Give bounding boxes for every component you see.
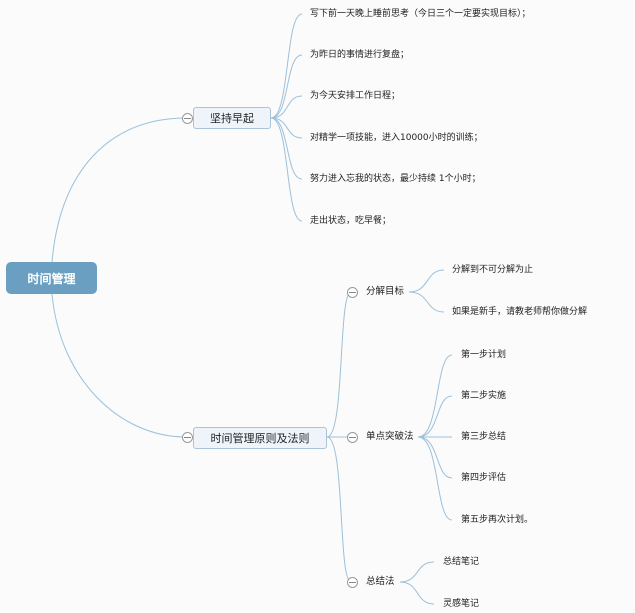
collapse-toggle[interactable] — [347, 577, 358, 588]
leaf-node[interactable]: 对精学一项技能，进入10000小时的训练； — [310, 133, 483, 143]
branch-label: 坚持早起 — [210, 112, 254, 125]
leaf-node[interactable]: 写下前一天晚上睡前思考（今日三个一定要实现目标）； — [310, 9, 531, 19]
subtopic-node[interactable]: 分解目标 — [366, 286, 405, 297]
leaf-node[interactable]: 为昨日的事情进行复盘； — [310, 50, 410, 60]
collapse-toggle[interactable] — [347, 287, 358, 298]
leaf-node[interactable]: 第四步评估 — [461, 473, 507, 483]
leaf-node[interactable]: 分解到不可分解为止 — [452, 265, 534, 275]
collapse-toggle[interactable] — [347, 432, 358, 443]
leaf-node[interactable]: 总结笔记 — [443, 557, 480, 567]
leaf-node[interactable]: 灵感笔记 — [443, 599, 480, 609]
leaf-node[interactable]: 努力进入忘我的状态，最少持续 1个小时； — [310, 174, 481, 184]
branch-node-principles[interactable]: 时间管理原则及法则 — [193, 427, 327, 449]
leaf-node[interactable]: 第二步实施 — [461, 391, 507, 401]
subtopic-node[interactable]: 总结法 — [366, 576, 395, 587]
leaf-node[interactable]: 如果是新手，请教老师帮你做分解 — [452, 307, 588, 317]
root-node[interactable]: 时间管理 — [6, 262, 97, 294]
collapse-toggle[interactable] — [182, 113, 193, 124]
collapse-toggle[interactable] — [182, 432, 193, 443]
branch-label: 时间管理原则及法则 — [210, 432, 310, 445]
leaf-node[interactable]: 第五步再次计划。 — [461, 515, 534, 525]
leaf-node[interactable]: 第一步计划 — [461, 350, 507, 360]
subtopic-node[interactable]: 单点突破法 — [366, 431, 414, 442]
leaf-node[interactable]: 走出状态，吃早餐； — [310, 216, 392, 226]
leaf-node[interactable]: 为今天安排工作日程； — [310, 91, 401, 101]
root-label: 时间管理 — [27, 271, 76, 286]
branch-node-early-rising[interactable]: 坚持早起 — [193, 107, 271, 129]
leaf-node[interactable]: 第三步总结 — [461, 432, 507, 442]
